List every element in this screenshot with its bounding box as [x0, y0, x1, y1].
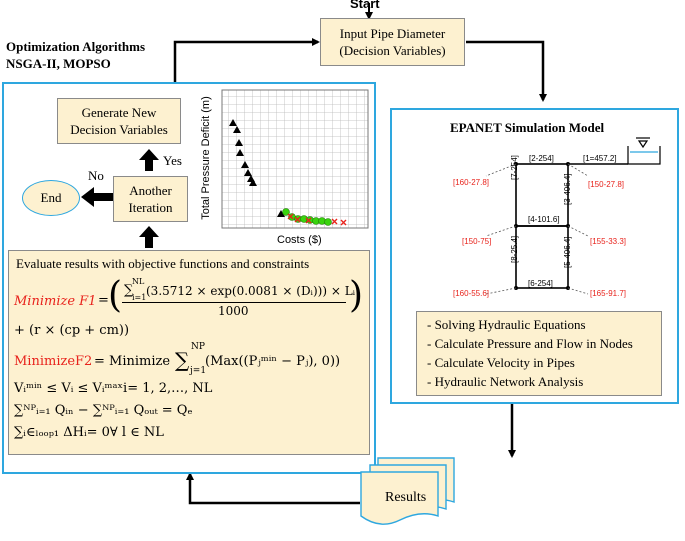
epanet-tasks-box: - Solving Hydraulic Equations - Calculat… [416, 311, 662, 396]
yes-label: Yes [163, 153, 182, 168]
results-documents [360, 457, 455, 525]
generate-box-line2: Decision Variables [70, 122, 168, 137]
pipe-label-7: [7-254] [510, 155, 519, 180]
epanet-panel [390, 108, 679, 404]
plot-ylabel: Total Pressure Deficit (m) [200, 96, 212, 220]
no-left-arrow [81, 187, 113, 207]
f1-paren-right: ) [349, 275, 364, 316]
yes-up-arrow [139, 149, 159, 171]
generate-box-line1: Generate New [81, 105, 157, 120]
f1-sum-top: NL [132, 277, 145, 286]
task-pressure: - Calculate Pressure and Flow in Nodes [427, 336, 633, 351]
constraint-flow: ∑ᴺᴾᵢ₌₁ Qᵢₙ − ∑ᴺᴾᵢ₌₁ Qₒᵤₜ = Qₑ [14, 403, 193, 418]
task-velocity: - Calculate Velocity in Pipes [427, 355, 575, 370]
triangle-point [249, 179, 257, 186]
optimization-panel [2, 82, 376, 474]
circle-point [282, 208, 290, 216]
task-solving: - Solving Hydraulic Equations [427, 317, 586, 332]
input-box-line2: (Decision Variables) [339, 43, 446, 58]
cross-point [287, 213, 294, 220]
no-label: No [88, 168, 104, 183]
pipe-label-4: [4-101.6] [528, 215, 560, 224]
f2-sum-bottom: j=1 [190, 366, 207, 376]
f1-numerator: (3.5712 × exp(0.0081 × (Dᵢ))) × Lᵢ [146, 284, 356, 298]
optimization-title-line2: NSGA-II, MOPSO [6, 56, 111, 71]
f1-paren-left: ( [108, 275, 123, 316]
pareto-plot [221, 89, 369, 229]
iteration-box-line1: Another [129, 183, 172, 198]
plot-xlabel: Costs ($) [277, 234, 322, 246]
pipe-label-3: [3-406.4] [563, 173, 572, 205]
triangle-point [241, 161, 249, 168]
node-label-150-75: [150-75] [462, 237, 492, 246]
results-to-opt-arrow [186, 472, 360, 505]
reservoir [627, 137, 661, 165]
f1-denominator: 1000 [218, 304, 249, 318]
f1-label: Minimize F1 [14, 294, 97, 309]
triangle-point [244, 169, 252, 176]
f1-sum-bottom: i=1 [132, 293, 147, 302]
node-label-160-55.6: [160-55.6] [453, 289, 490, 298]
f1-fraction-bar [122, 302, 346, 303]
plot-ylabel-wrap: Total Pressure Deficit (m) [199, 88, 213, 228]
eval-up-arrow [139, 226, 159, 248]
input-to-epanet-arrow [466, 40, 547, 102]
circle-point [324, 218, 332, 226]
input-box: Input Pipe Diameter (Decision Variables) [320, 18, 465, 66]
f2-sum-top: NP [191, 342, 205, 352]
node-label-165-91.7: [165-91.7] [590, 289, 627, 298]
opt-to-input-arrow [173, 38, 320, 82]
nsga-points [229, 119, 285, 217]
evaluate-box [8, 250, 370, 455]
cross-point [305, 217, 312, 224]
pipe-label-5: [5-406.4] [563, 236, 572, 268]
generate-box: Generate New Decision Variables [57, 98, 181, 144]
epanet-title: EPANET Simulation Model [450, 120, 605, 135]
results-label: Results [385, 490, 427, 505]
mopso-points [282, 208, 332, 226]
cross-point [331, 218, 338, 225]
f2-sum-sign: ∑ [175, 348, 190, 372]
network-diagram [485, 137, 661, 295]
cross-point [340, 219, 347, 226]
triangle-point [235, 139, 243, 146]
cross-point [294, 216, 301, 223]
node-leaders [485, 163, 589, 295]
pipe-label-6: [6-254] [528, 279, 553, 288]
f1-sum-sign: ∑ [124, 283, 134, 298]
f1-penalty: + (r × (cp + cm)) [14, 323, 130, 338]
triangle-point [233, 126, 241, 133]
triangle-point [229, 119, 237, 126]
iteration-box: Another Iteration [113, 176, 188, 222]
optimization-title: Optimization Algorithms NSGA-II, MOPSO [6, 38, 145, 72]
pipe-label-1: [1=457.2] [583, 154, 617, 163]
f2-body: (Max((Pⱼᵐⁱⁿ − Pⱼ), 0)) [205, 354, 341, 369]
triangle-point [236, 149, 244, 156]
pipe-label-2: [2-254] [529, 154, 554, 163]
start-label: Start [350, 0, 380, 11]
end-terminal: End [22, 180, 80, 216]
triangle-point [277, 210, 285, 217]
constraint-velocity: Vᵢᵐⁱⁿ ≤ Vᵢ ≤ Vᵢᵐᵃˣi= 1, 2,…, NL [14, 381, 213, 396]
pipe-loop-bottom [515, 225, 569, 289]
input-box-line1: Input Pipe Diameter [339, 26, 446, 41]
evaluate-heading: Evaluate results with objective function… [16, 256, 310, 271]
constraint-headloss: ∑ᵢ∈ₗₒₒₚ₁ ΔHᵢ= 0∀ l ∈ NL [14, 425, 164, 440]
node-label-160-27.8: [160-27.8] [453, 178, 490, 187]
f1-equals: = [98, 293, 109, 308]
iteration-box-line2: Iteration [128, 200, 173, 215]
f2-label: MinimizeF2 [14, 354, 93, 369]
cross-points [287, 213, 347, 226]
node-label-150-27.8: [150-27.8] [588, 180, 625, 189]
node-label-155-33.3: [155-33.3] [590, 237, 627, 246]
end-label: End [40, 190, 62, 205]
optimization-title-line1: Optimization Algorithms [6, 39, 146, 54]
f2-expr: = Minimize [94, 354, 171, 369]
pipe-label-8: [8-25.4] [510, 235, 519, 263]
task-analysis: - Hydraulic Network Analysis [427, 374, 584, 389]
